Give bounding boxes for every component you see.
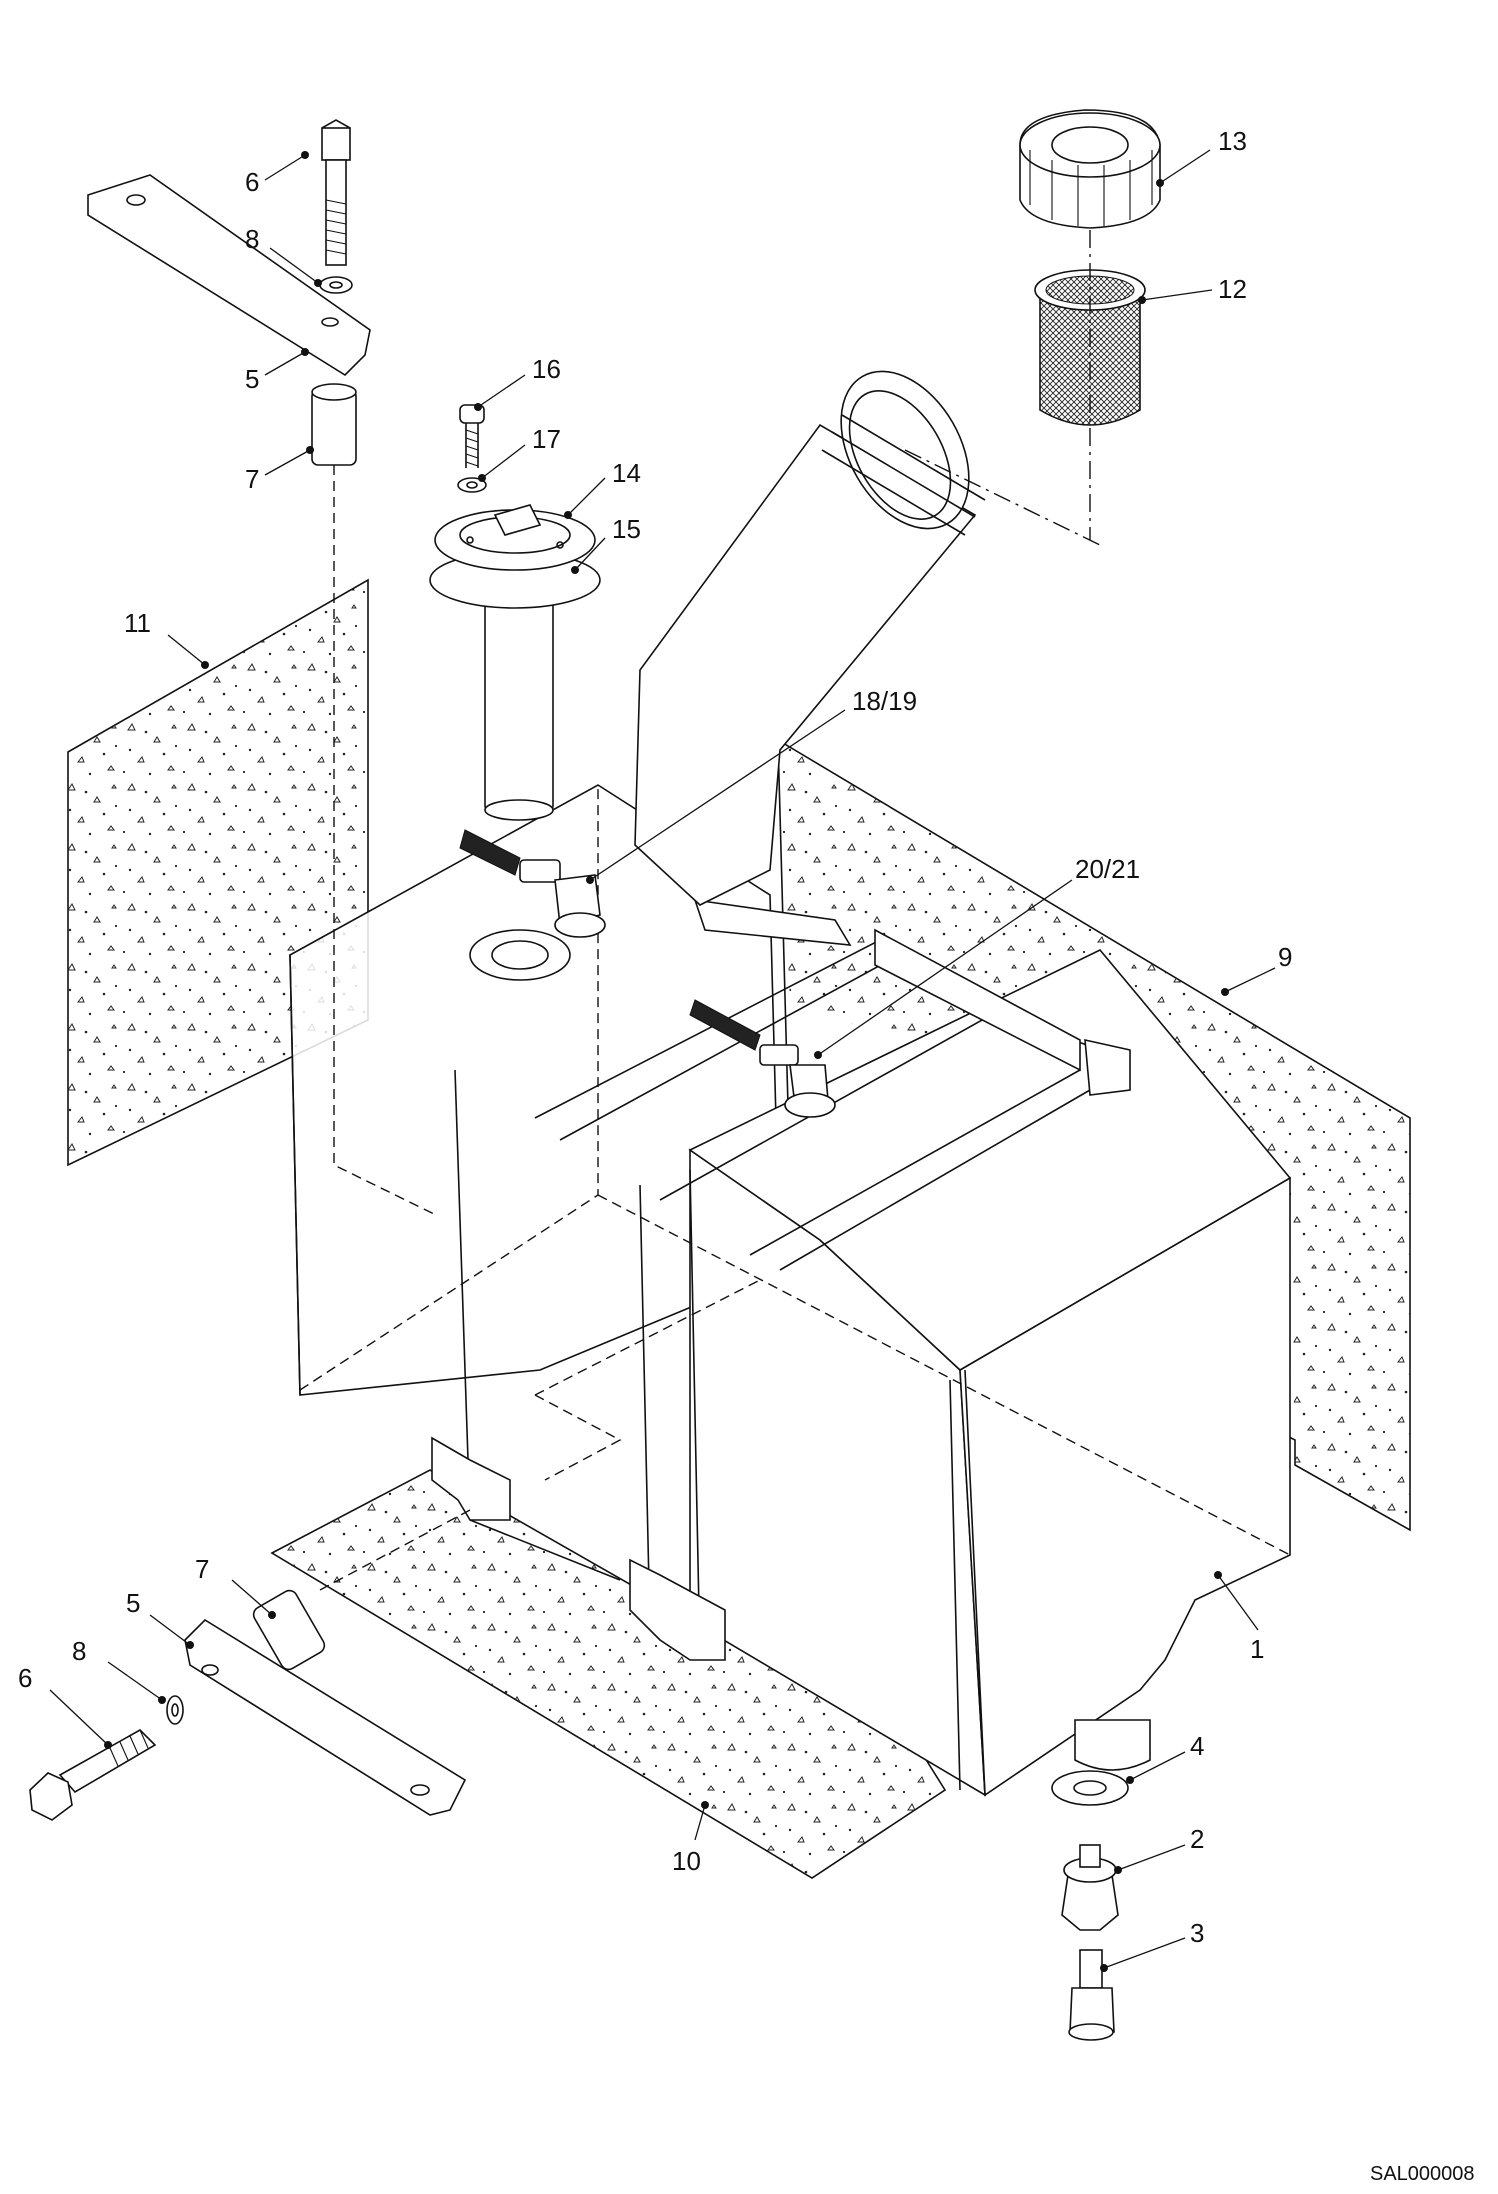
filler-strainer: [1034, 230, 1146, 540]
callout-text-11: 11: [124, 608, 151, 638]
callout-11: 11: [124, 608, 209, 669]
callout-10: 10: [672, 1801, 709, 1876]
insulation-panel-bottom: [270, 1469, 947, 1879]
strap-bottom-assembly: [29, 1509, 471, 1821]
callout-13: 13: [1156, 126, 1247, 187]
callout-text-4: 4: [1190, 1731, 1204, 1761]
callout-text-13: 13: [1218, 126, 1247, 156]
callout-text-7-top: 7: [245, 464, 259, 494]
drain-parts: [1051, 1770, 1129, 2041]
callout-text-6-bottom: 6: [18, 1663, 32, 1693]
callout-6-top: 6: [245, 151, 309, 197]
filler-cap: [1019, 109, 1161, 229]
callout-6-bottom: 6: [18, 1663, 112, 1749]
callout-12: 12: [1138, 274, 1247, 304]
callout-text-15: 15: [612, 514, 641, 544]
hose-fitting-lower: [689, 999, 836, 1118]
reference-code: SAL000008: [1370, 2163, 1475, 2185]
callout-text-6-top: 6: [245, 167, 259, 197]
callout-5-top: 5: [245, 348, 309, 394]
callout-text-16: 16: [532, 354, 561, 384]
callout-8-top: 8: [245, 224, 322, 287]
callout-text-18-19: 18/19: [852, 686, 917, 716]
fuel-tank-body: [289, 784, 1292, 1797]
callout-8-bottom: 8: [72, 1636, 166, 1704]
callout-text-1: 1: [1250, 1634, 1264, 1664]
callout-15: 15: [571, 514, 641, 574]
callout-16: 16: [474, 354, 561, 411]
callout-text-20-21: 20/21: [1075, 854, 1140, 884]
callout-text-17: 17: [532, 424, 561, 454]
callout-text-9: 9: [1278, 942, 1292, 972]
callout-text-14: 14: [612, 458, 641, 488]
callout-2: 2: [1114, 1824, 1204, 1874]
callout-7-bottom: 7: [195, 1554, 276, 1619]
filler-neck: [634, 370, 1101, 906]
callout-14: 14: [564, 458, 641, 519]
callout-text-12: 12: [1218, 274, 1247, 304]
callout-7-top: 7: [245, 446, 314, 494]
callout-18-19: 18/19: [586, 686, 917, 884]
callout-text-3: 3: [1190, 1918, 1204, 1948]
sender-screw: [457, 404, 487, 493]
strap-top-assembly: [87, 119, 437, 1216]
callout-3: 3: [1100, 1918, 1204, 1972]
callout-20-21: 20/21: [814, 854, 1140, 1059]
fuel-level-sender: [429, 504, 601, 821]
callout-text-7-bottom: 7: [195, 1554, 209, 1584]
callout-text-8-top: 8: [245, 224, 259, 254]
callout-1: 1: [1214, 1571, 1264, 1664]
callout-text-2: 2: [1190, 1824, 1204, 1854]
callout-text-5-top: 5: [245, 364, 259, 394]
callout-text-10: 10: [672, 1846, 701, 1876]
callout-4: 4: [1126, 1731, 1204, 1784]
callout-text-8-bottom: 8: [72, 1636, 86, 1666]
callout-text-5-bottom: 5: [126, 1588, 140, 1618]
callout-17: 17: [478, 424, 561, 482]
hose-fitting-upper: [459, 829, 606, 938]
callout-5-bottom: 5: [126, 1588, 194, 1649]
callout-9: 9: [1221, 942, 1292, 996]
